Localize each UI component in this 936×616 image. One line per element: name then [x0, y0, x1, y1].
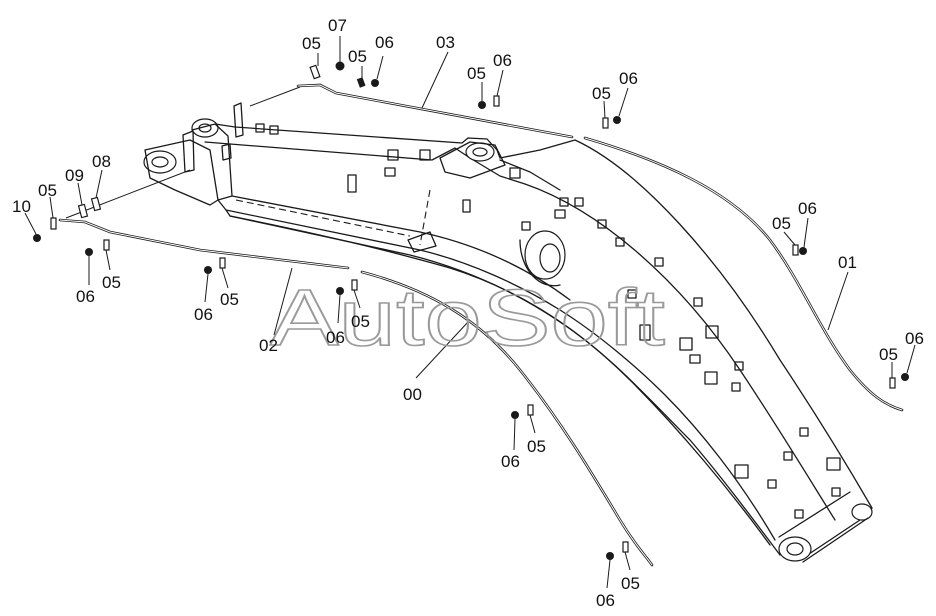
label-05: 05 — [527, 437, 546, 456]
label-05: 05 — [38, 181, 57, 200]
label-03: 03 — [436, 33, 455, 52]
bolt-clamp-00-end — [606, 541, 629, 560]
label-05: 05 — [592, 84, 611, 103]
label-05: 05 — [351, 312, 370, 331]
label-05: 05 — [102, 273, 121, 292]
part-labels: 03 05 07 05 06 05 06 05 06 05 06 01 05 0… — [12, 16, 924, 610]
watermark: AutoSoft — [270, 273, 665, 362]
boom-structure — [143, 102, 873, 563]
bolt-clamp-mid-03 — [478, 95, 500, 109]
label-06: 06 — [905, 329, 924, 348]
label-06: 06 — [76, 287, 95, 306]
label-06: 06 — [194, 305, 213, 324]
label-09: 09 — [65, 166, 84, 185]
label-06: 06 — [375, 33, 394, 52]
label-05: 05 — [220, 290, 239, 309]
label-06: 06 — [619, 69, 638, 88]
bolt-clamp-01-mid — [792, 244, 807, 256]
pipe-03 — [296, 83, 574, 139]
label-06: 06 — [798, 199, 817, 218]
label-08: 08 — [92, 152, 111, 171]
bolt-clamp-01-end — [889, 373, 909, 389]
label-05: 05 — [467, 64, 486, 83]
label-06: 06 — [501, 452, 520, 471]
label-01: 01 — [838, 253, 857, 272]
label-05: 05 — [879, 345, 898, 364]
leader-lines — [24, 36, 916, 589]
label-06: 06 — [493, 51, 512, 70]
pipe-00 — [360, 270, 654, 567]
bolt-clamp-top-03 — [309, 61, 379, 88]
bolt-clamp-01-top — [602, 116, 621, 129]
label-05: 05 — [621, 574, 640, 593]
label-00: 00 — [403, 385, 422, 404]
pipe-02 — [58, 218, 350, 270]
bolt-clamp-rear — [33, 196, 102, 242]
label-02: 02 — [259, 336, 278, 355]
label-05: 05 — [772, 214, 791, 233]
label-06: 06 — [326, 328, 345, 347]
label-05: 05 — [348, 47, 367, 66]
label-06: 06 — [596, 591, 615, 610]
pipe-01 — [583, 136, 904, 412]
bolt-clamp-02-b — [204, 257, 226, 274]
label-05: 05 — [302, 34, 321, 53]
label-07: 07 — [328, 16, 347, 35]
bolt-clamp-00-mid — [511, 404, 534, 419]
label-10: 10 — [12, 197, 31, 216]
bolt-clamp-02-a — [85, 239, 110, 256]
